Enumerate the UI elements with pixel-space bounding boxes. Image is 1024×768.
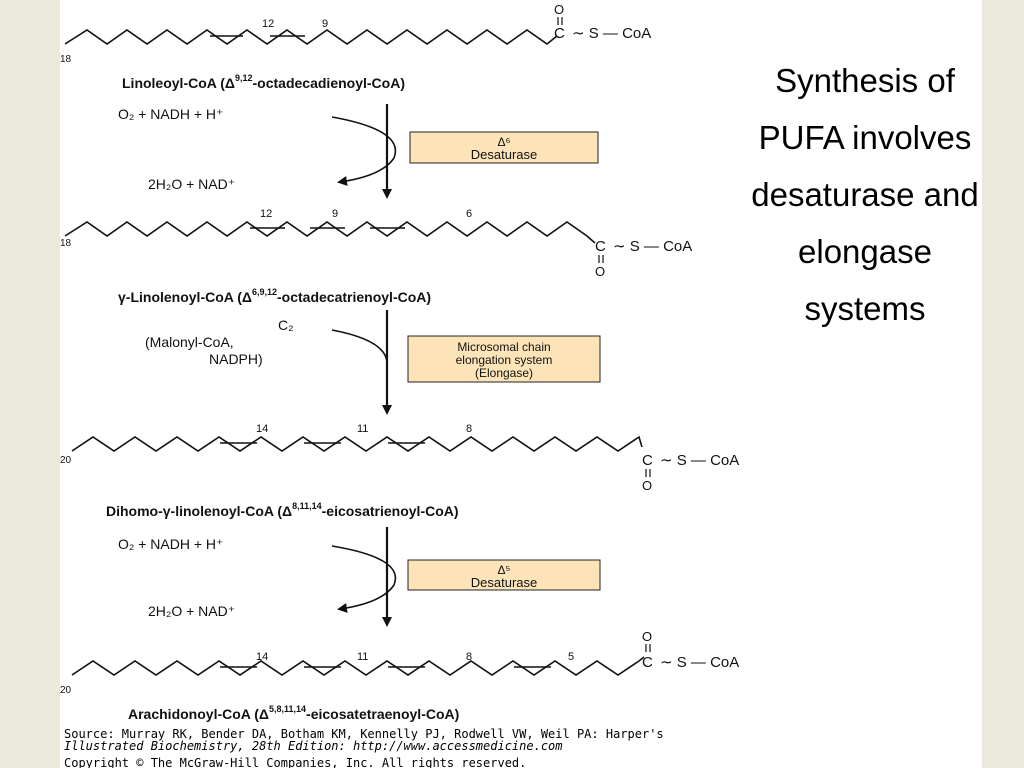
thioester-coa: ∼ S — CoA [660,654,739,671]
carbon-chain [64,221,596,244]
position-label: 9 [322,18,328,30]
slide: 18 12 9 O C ∼ S — CoA Linoleoyl-CoA (Δ9,… [60,0,982,768]
reaction-outputs: 2H₂O + NAD⁺ [148,603,235,619]
carbonyl-carbon: C [595,238,606,255]
position-label: 12 [260,208,272,220]
reaction-input-nadph: NADPH) [209,351,263,367]
position-label: 9 [332,208,338,220]
step-elongase: C₂ (Malonyl-CoA, NADPH) Microsomal chain… [145,310,601,415]
reaction-inputs: O₂ + NADH + H⁺ [118,106,223,122]
reaction-input-c2: C₂ [278,317,294,333]
molecule-name: Linoleoyl-CoA (Δ9,12-octadecadienoyl-CoA… [122,73,405,91]
position-label: 12 [262,18,274,30]
enzyme-name: Desaturase [471,147,537,162]
slide-title-line: PUFA involves [758,119,972,156]
carbonyl-oxygen: O [595,264,605,279]
chain-end-number: 20 [60,455,72,466]
carbonyl-carbon: C [642,452,653,469]
position-label: 14 [256,651,268,663]
copyright-notice: Copyright © The McGraw-Hill Companies, I… [64,756,527,768]
slide-title: Synthesis of PUFA involves desaturase an… [720,52,982,337]
carbonyl-carbon: C [642,654,653,671]
source-line: Source: Murray RK, Bender DA, Botham KM,… [64,727,664,741]
molecule-name: Dihomo-γ-linolenoyl-CoA (Δ8,11,14-eicosa… [106,501,459,519]
enzyme-line: Microsomal chain [457,340,550,354]
cofactor-arrow [331,116,397,186]
position-label: 11 [357,423,368,435]
chain-end-number: 20 [60,685,72,696]
position-label: 11 [357,651,368,663]
enzyme-box [407,335,601,383]
step-delta6-desaturase: O₂ + NADH + H⁺ 2H₂O + NAD⁺ Δ⁶ Desaturase [118,104,599,199]
position-label: 14 [256,423,268,435]
enzyme-box [407,559,601,591]
chain-end-number: 18 [60,54,72,65]
enzyme-symbol: Δ⁶ [498,135,511,149]
enzyme-symbol: Δ⁵ [498,563,511,577]
thioester-coa: ∼ S — CoA [572,25,651,42]
enzyme-line: elongation system [456,353,553,367]
reaction-outputs: 2H₂O + NAD⁺ [148,176,235,192]
thioester-coa: ∼ S — CoA [660,452,739,469]
cofactor-arrow [331,545,397,613]
carbonyl-oxygen: O [642,478,652,493]
slide-title-line: systems [804,290,926,327]
position-label: 8 [466,423,472,435]
enzyme-box [409,131,599,164]
reaction-input-malonyl: (Malonyl-CoA, [145,334,234,350]
carbon-chain [71,435,643,452]
molecule-name: γ-Linolenoyl-CoA (Δ6,9,12-octadecatrieno… [118,287,431,305]
cofactor-arrow [331,329,388,363]
position-label: 8 [466,651,472,663]
enzyme-name: Desaturase [471,575,537,590]
slide-title-line: desaturase and [751,176,979,213]
enzyme-line: (Elongase) [475,366,533,380]
thioester-coa: ∼ S — CoA [613,238,692,255]
carbon-chain [64,29,558,45]
molecule-dihomo-gamma-linolenoyl-coa: 20 14 11 8 C ∼ S — CoA O Dihomo-γ-linole… [60,423,739,519]
chain-end-number: 18 [60,238,72,249]
carbonyl-oxygen: O [642,629,652,644]
slide-title-line: elongase [798,233,932,270]
molecule-name: Arachidonoyl-CoA (Δ5,8,11,14-eicosatetra… [128,704,459,722]
source-citation: Source: Murray RK, Bender DA, Botham KM,… [64,728,979,752]
molecule-gamma-linolenoyl-coa: 18 12 9 6 C ∼ S — CoA O γ-Linolenoyl-CoA… [60,208,692,305]
molecule-arachidonoyl-coa: 20 14 11 8 5 O C ∼ S — CoA Arachidonoyl-… [60,629,739,722]
position-label: 5 [568,651,574,663]
step-delta5-desaturase: O₂ + NADH + H⁺ 2H₂O + NAD⁺ Δ⁵ Desaturase [118,527,601,627]
pufa-pathway-diagram: 18 12 9 O C ∼ S — CoA Linoleoyl-CoA (Δ9,… [60,2,739,722]
slide-title-line: Synthesis of [775,62,955,99]
carbonyl-carbon: C [554,25,565,42]
position-label: 6 [466,208,472,220]
molecule-linoleoyl-coa: 18 12 9 O C ∼ S — CoA Linoleoyl-CoA (Δ9,… [60,2,651,91]
source-line: Illustrated Biochemistry, 28th Edition: … [64,739,563,753]
carbon-chain [71,656,645,676]
carbonyl-oxygen: O [554,2,564,17]
reaction-inputs: O₂ + NADH + H⁺ [118,536,223,552]
